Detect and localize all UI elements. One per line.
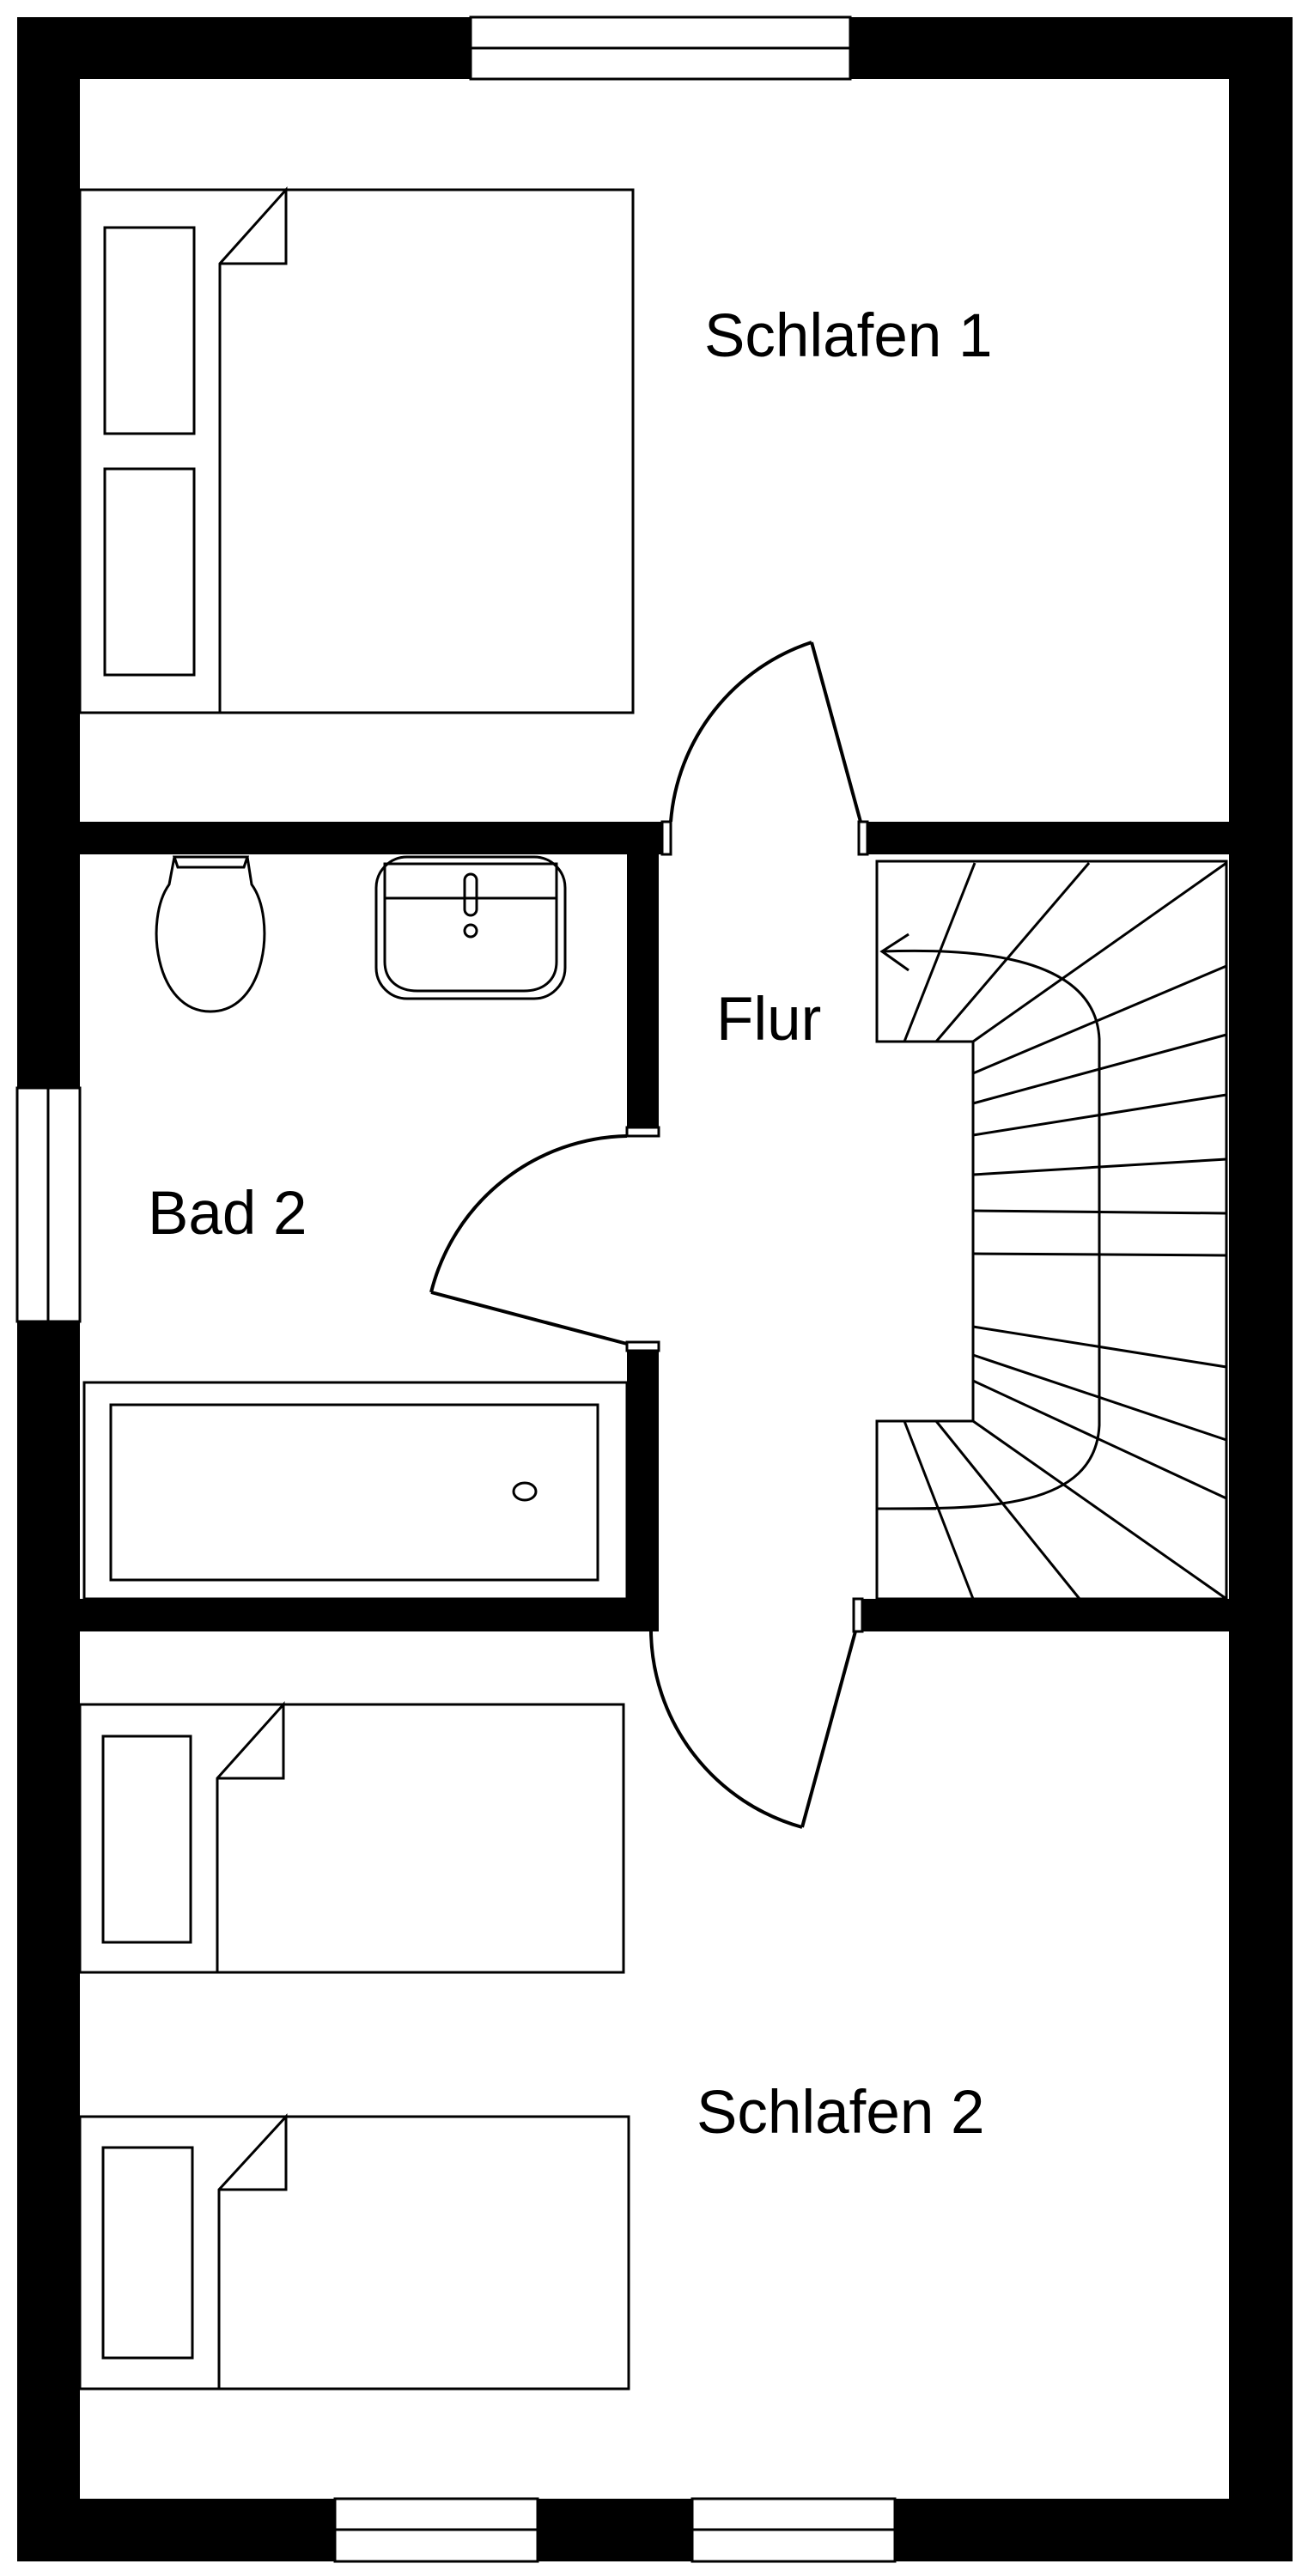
pillow [101,2146,194,2360]
bed-double [78,186,635,714]
room-label-schlafen-2: Schlafen 2 [697,2079,985,2147]
window-bad [15,1086,82,1323]
room-label-schlafen-1: Schlafen 1 [704,302,993,370]
wall-bath-lower [627,1350,659,1631]
faucet [463,872,478,917]
stair-outline [875,860,1228,1601]
wall-bath-upper [627,854,659,1127]
bed-single [78,2113,630,2391]
room-label-flur: Flur [716,986,822,1054]
room-label-bad-2: Bad 2 [148,1180,307,1248]
stair-arrow [879,933,910,972]
bed-single [78,1701,625,1974]
pillow [103,467,196,677]
window-top [469,15,852,81]
bathtub [82,1381,629,1601]
doors [429,641,869,1829]
pillow [103,226,196,435]
pillow [101,1735,192,1944]
door-schlafen2 [649,1597,864,1829]
window-bottom-right [691,2497,897,2563]
drain [463,923,478,939]
staircase [875,860,1228,1601]
wall-lower-right [859,1599,1229,1631]
wall-upper-left [80,822,662,854]
windows [15,15,897,2563]
toilet [155,855,266,1013]
wall-upper-right [865,822,1229,854]
wall-lower-left [80,1599,658,1631]
door-schlafen1 [660,641,869,856]
stair-walkline [876,949,1101,1510]
window-bottom-left [333,2497,539,2563]
tub-drain [512,1481,538,1502]
sink [374,855,567,1000]
door-bad2 [429,1126,660,1352]
interior-walls [80,822,1229,1631]
